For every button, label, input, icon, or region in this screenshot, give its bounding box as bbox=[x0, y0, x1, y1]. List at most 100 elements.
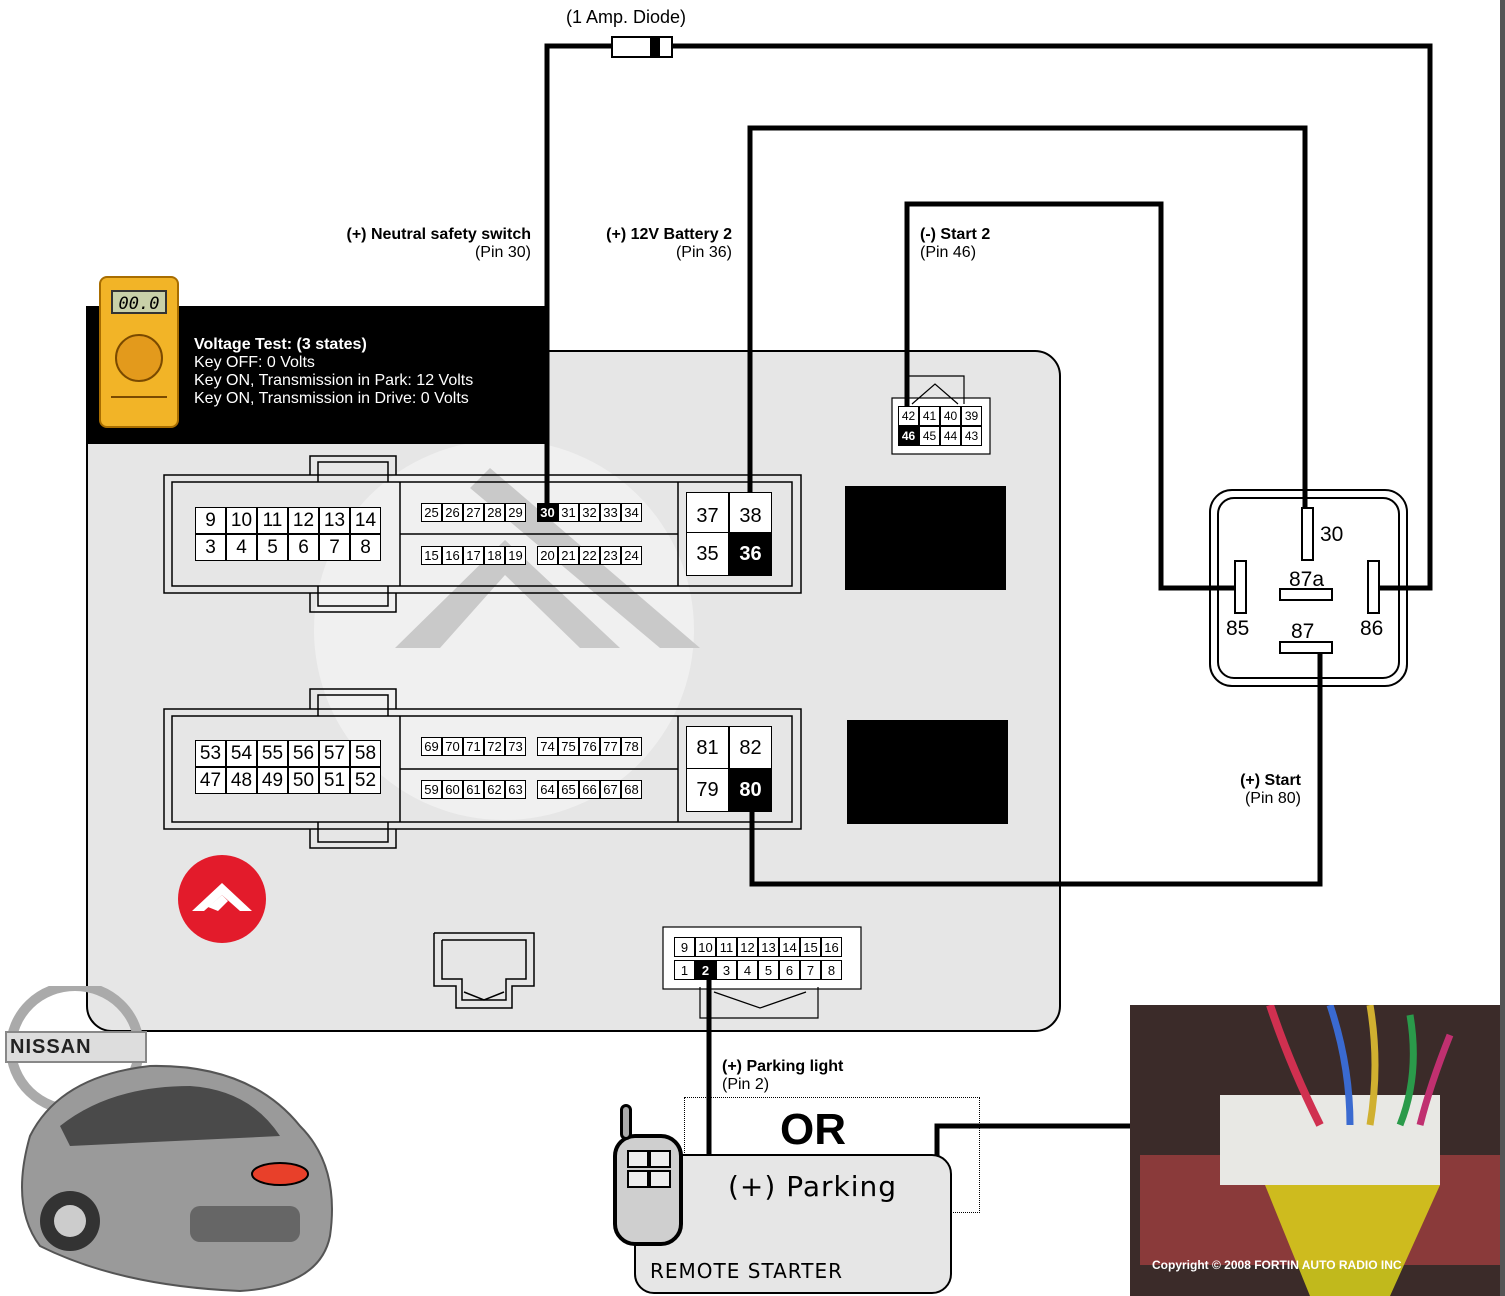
voltage-line-1: Key OFF: 0 Volts bbox=[194, 354, 315, 371]
conn1-pin-8: 8 bbox=[350, 534, 381, 561]
black-block-lower bbox=[847, 720, 1008, 824]
conn1-pin-35: 35 bbox=[686, 532, 729, 576]
fob-button bbox=[649, 1150, 671, 1168]
car-image: NISSAN bbox=[0, 981, 340, 1296]
relay-pin-30: 30 bbox=[1320, 523, 1344, 546]
conn2-pin-53: 53 bbox=[195, 740, 226, 767]
conn2-pin-73: 73 bbox=[505, 737, 526, 756]
multimeter-dial bbox=[115, 334, 163, 382]
conn1-pin-22: 22 bbox=[579, 546, 600, 565]
bottom-conn-pin-4: 4 bbox=[737, 960, 758, 980]
conn1-pin-36: 36 bbox=[729, 532, 772, 576]
wire-neutral bbox=[544, 43, 612, 504]
wire-start2 bbox=[904, 201, 1235, 591]
conn1-pin-30: 30 bbox=[537, 503, 558, 522]
conn2-pin-77: 77 bbox=[600, 737, 621, 756]
label-neutral-pin: (Pin 30) bbox=[474, 244, 531, 261]
bottom-conn-pin-13: 13 bbox=[758, 937, 779, 957]
remote-starter-label: REMOTE STARTER bbox=[650, 1259, 843, 1283]
fob-button bbox=[649, 1170, 671, 1188]
conn1-pin-15: 15 bbox=[421, 546, 442, 565]
conn1-pin-12: 12 bbox=[288, 507, 319, 534]
conn1-pin-7: 7 bbox=[319, 534, 350, 561]
voltage-line-2: Key ON, Transmission in Park: 12 Volts bbox=[194, 372, 474, 389]
label-start-pin: (Pin 80) bbox=[1244, 790, 1301, 807]
conn1-pin-11: 11 bbox=[257, 507, 288, 534]
conn1-pin-26: 26 bbox=[442, 503, 463, 522]
small-conn-pin-43: 43 bbox=[961, 426, 982, 446]
conn1-pin-10: 10 bbox=[226, 507, 257, 534]
label-parking-pin: (Pin 2) bbox=[722, 1076, 770, 1093]
connector-2-housing bbox=[163, 688, 802, 849]
conn1-pin-25: 25 bbox=[421, 503, 442, 522]
voltage-test-text: Voltage Test: (3 states) Key OFF: 0 Volt… bbox=[194, 336, 473, 408]
conn1-pin-14: 14 bbox=[350, 507, 381, 534]
conn2-pin-59: 59 bbox=[421, 780, 442, 799]
conn2-pin-58: 58 bbox=[350, 740, 381, 767]
conn2-pin-66: 66 bbox=[579, 780, 600, 799]
label-start: (+) Start (Pin 80) bbox=[1180, 772, 1301, 808]
black-block-upper bbox=[845, 486, 1006, 590]
bottom-conn-pin-16: 16 bbox=[821, 937, 842, 957]
label-battery-pin: (Pin 36) bbox=[675, 244, 732, 261]
relay-pin-87a: 87a bbox=[1289, 568, 1325, 591]
small-conn-pin-46: 46 bbox=[898, 426, 919, 446]
conn2-pin-82: 82 bbox=[729, 726, 772, 770]
small-conn-pin-41: 41 bbox=[919, 406, 940, 426]
conn1-pin-31: 31 bbox=[558, 503, 579, 522]
label-start2: (-) Start 2 (Pin 46) bbox=[920, 226, 990, 262]
conn1-pin-29: 29 bbox=[505, 503, 526, 522]
conn1-pin-5: 5 bbox=[257, 534, 288, 561]
relay-pin-86: 86 bbox=[1360, 617, 1384, 640]
small-conn-pin-45: 45 bbox=[919, 426, 940, 446]
copyright-text: Copyright © 2008 FORTIN AUTO RADIO INC bbox=[1152, 1258, 1402, 1272]
fob-antenna-icon bbox=[620, 1104, 632, 1140]
conn2-pin-69: 69 bbox=[421, 737, 442, 756]
label-neutral-switch: (+) Neutral safety switch (Pin 30) bbox=[300, 226, 532, 262]
conn2-pin-56: 56 bbox=[288, 740, 319, 767]
bottom-conn-pin-3: 3 bbox=[716, 960, 737, 980]
label-parking: (+) Parking light (Pin 2) bbox=[722, 1058, 843, 1094]
right-edge-bar bbox=[1500, 0, 1505, 1296]
conn2-pin-79: 79 bbox=[686, 768, 729, 812]
bottom-conn-pin-14: 14 bbox=[779, 937, 800, 957]
conn1-pin-3: 3 bbox=[195, 534, 226, 561]
conn2-pin-49: 49 bbox=[257, 767, 288, 794]
conn1-pin-23: 23 bbox=[600, 546, 621, 565]
fortin-logo-mark bbox=[192, 883, 252, 911]
label-start2-title: (-) Start 2 bbox=[920, 226, 991, 243]
wire-battery bbox=[747, 125, 1308, 540]
bottom-conn-pin-15: 15 bbox=[800, 937, 821, 957]
conn2-pin-52: 52 bbox=[350, 767, 381, 794]
fob-button bbox=[627, 1150, 649, 1168]
fob-button bbox=[627, 1170, 649, 1188]
conn2-pin-72: 72 bbox=[484, 737, 505, 756]
conn2-pin-50: 50 bbox=[288, 767, 319, 794]
voltage-test-title: Voltage Test: (3 states) bbox=[194, 336, 367, 353]
conn2-pin-78: 78 bbox=[621, 737, 642, 756]
conn2-pin-65: 65 bbox=[558, 780, 579, 799]
diode-icon bbox=[611, 36, 673, 58]
conn1-pin-32: 32 bbox=[579, 503, 600, 522]
conn1-pin-28: 28 bbox=[484, 503, 505, 522]
conn2-pin-55: 55 bbox=[257, 740, 288, 767]
bottom-conn-pin-6: 6 bbox=[779, 960, 800, 980]
fortin-logo-icon bbox=[178, 855, 266, 943]
label-start-title: (+) Start bbox=[1240, 772, 1301, 789]
small-conn-pin-40: 40 bbox=[940, 406, 961, 426]
conn2-pin-70: 70 bbox=[442, 737, 463, 756]
conn1-pin-6: 6 bbox=[288, 534, 319, 561]
conn2-pin-51: 51 bbox=[319, 767, 350, 794]
conn1-pin-34: 34 bbox=[621, 503, 642, 522]
conn2-pin-75: 75 bbox=[558, 737, 579, 756]
conn2-pin-54: 54 bbox=[226, 740, 257, 767]
conn2-pin-63: 63 bbox=[505, 780, 526, 799]
multimeter-icon: 00.0 bbox=[99, 276, 179, 428]
conn2-pin-47: 47 bbox=[195, 767, 226, 794]
conn1-pin-27: 27 bbox=[463, 503, 484, 522]
conn1-pin-19: 19 bbox=[505, 546, 526, 565]
conn2-pin-81: 81 bbox=[686, 726, 729, 770]
conn1-pin-16: 16 bbox=[442, 546, 463, 565]
small-conn-pin-42: 42 bbox=[898, 406, 919, 426]
